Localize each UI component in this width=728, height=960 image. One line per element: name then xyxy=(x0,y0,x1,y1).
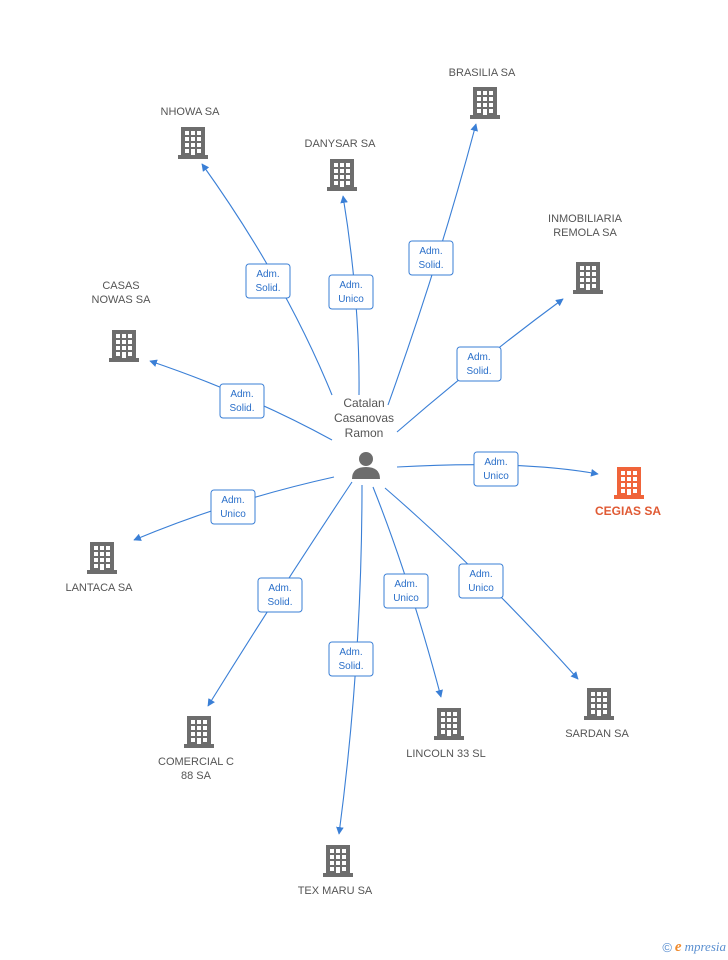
building-icon xyxy=(614,467,644,499)
company-name: BRASILIA SA xyxy=(449,67,516,79)
company-name: INMOBILIARIA xyxy=(548,213,623,225)
company-name: DANYSAR SA xyxy=(305,138,377,150)
relation-text: Solid. xyxy=(255,283,280,294)
relation-box xyxy=(245,263,291,299)
relation-box xyxy=(328,641,374,677)
relation-label-inmobiliaria[interactable]: Adm. Solid. xyxy=(456,346,502,382)
person-name: Catalan xyxy=(343,396,384,410)
relation-box xyxy=(328,274,374,310)
building-icon xyxy=(327,159,357,191)
building-icon xyxy=(184,716,214,748)
relation-text: Adm. xyxy=(484,457,507,468)
building-icon xyxy=(178,127,208,159)
relation-text: Adm. xyxy=(469,569,492,580)
copyright-icon: © xyxy=(662,939,672,955)
person-name: Casanovas xyxy=(334,411,394,425)
company-node-danysar[interactable]: DANYSAR SA xyxy=(305,138,377,191)
relation-text: Adm. xyxy=(339,280,362,291)
relation-label-brasilia[interactable]: Adm. Solid. xyxy=(408,240,454,276)
company-node-lantaca[interactable]: LANTACA SA xyxy=(65,542,133,594)
company-node-casas[interactable]: CASAS NOWAS SA xyxy=(92,280,152,362)
relation-label-comercial[interactable]: Adm. Solid. xyxy=(257,577,303,613)
relation-text: Adm. xyxy=(394,579,417,590)
relation-label-cegias[interactable]: Adm. Unico xyxy=(473,451,519,487)
relation-label-texmaru[interactable]: Adm. Solid. xyxy=(328,641,374,677)
company-name: CASAS xyxy=(102,280,139,292)
company-name: COMERCIAL C xyxy=(158,756,234,768)
relation-label-lantaca[interactable]: Adm. Unico xyxy=(210,489,256,525)
relation-box xyxy=(408,240,454,276)
company-node-texmaru[interactable]: TEX MARU SA xyxy=(298,845,373,897)
relation-text: Solid. xyxy=(338,661,363,672)
relation-box xyxy=(257,577,303,613)
building-icon xyxy=(573,262,603,294)
relation-text: Unico xyxy=(393,593,419,604)
relation-text: Unico xyxy=(338,294,364,305)
company-node-nhowa[interactable]: NHOWA SA xyxy=(161,106,221,159)
relation-box xyxy=(473,451,519,487)
company-name: CEGIAS SA xyxy=(595,504,661,518)
building-icon xyxy=(87,542,117,574)
relation-box xyxy=(210,489,256,525)
company-name: 88 SA xyxy=(181,770,212,782)
relation-text: Adm. xyxy=(419,246,442,257)
relation-text: Adm. xyxy=(339,647,362,658)
person-icon xyxy=(352,452,380,479)
building-icon xyxy=(434,708,464,740)
relation-label-danysar[interactable]: Adm. Unico xyxy=(328,274,374,310)
company-node-lincoln[interactable]: LINCOLN 33 SL xyxy=(406,708,486,760)
company-name: LANTACA SA xyxy=(65,582,133,594)
building-icon xyxy=(470,87,500,119)
company-name: TEX MARU SA xyxy=(298,885,373,897)
company-name: REMOLA SA xyxy=(553,227,617,239)
relation-text: Solid. xyxy=(229,403,254,414)
relation-text: Solid. xyxy=(418,260,443,271)
relation-text: Unico xyxy=(468,583,494,594)
person-name: Ramon xyxy=(345,426,384,440)
relation-label-lincoln[interactable]: Adm. Unico xyxy=(383,573,429,609)
company-name: NOWAS SA xyxy=(92,294,152,306)
relation-box xyxy=(458,563,504,599)
relation-text: Solid. xyxy=(267,597,292,608)
company-name: SARDAN SA xyxy=(565,728,629,740)
relation-text: Adm. xyxy=(230,389,253,400)
company-node-inmobiliaria[interactable]: INMOBILIARIA REMOLA SA xyxy=(548,213,623,294)
company-node-sardan[interactable]: SARDAN SA xyxy=(565,688,629,740)
relation-text: Solid. xyxy=(466,366,491,377)
company-node-comercial[interactable]: COMERCIAL C 88 SA xyxy=(158,716,234,782)
relation-label-nhowa[interactable]: Adm. Solid. xyxy=(245,263,291,299)
company-name: LINCOLN 33 SL xyxy=(406,748,485,760)
company-node-brasilia[interactable]: BRASILIA SA xyxy=(449,67,516,119)
building-icon xyxy=(323,845,353,877)
building-icon xyxy=(109,330,139,362)
brand-logo-initial: e xyxy=(674,938,682,955)
building-icon xyxy=(584,688,614,720)
relation-label-sardan[interactable]: Adm. Unico xyxy=(458,563,504,599)
relation-box xyxy=(383,573,429,609)
relation-text: Adm. xyxy=(467,352,490,363)
relation-text: Adm. xyxy=(256,269,279,280)
relation-text: Unico xyxy=(483,471,509,482)
brand-name: mpresia xyxy=(684,939,726,954)
relation-label-casas[interactable]: Adm. Solid. xyxy=(219,383,265,419)
relation-box xyxy=(456,346,502,382)
relation-text: Adm. xyxy=(268,583,291,594)
relation-text: Adm. xyxy=(221,495,244,506)
company-node-cegias[interactable]: CEGIAS SA xyxy=(595,467,661,518)
footer-brand[interactable]: © e mpresia xyxy=(662,938,726,956)
relation-box xyxy=(219,383,265,419)
company-name: NHOWA SA xyxy=(161,106,221,118)
relation-text: Unico xyxy=(220,509,246,520)
